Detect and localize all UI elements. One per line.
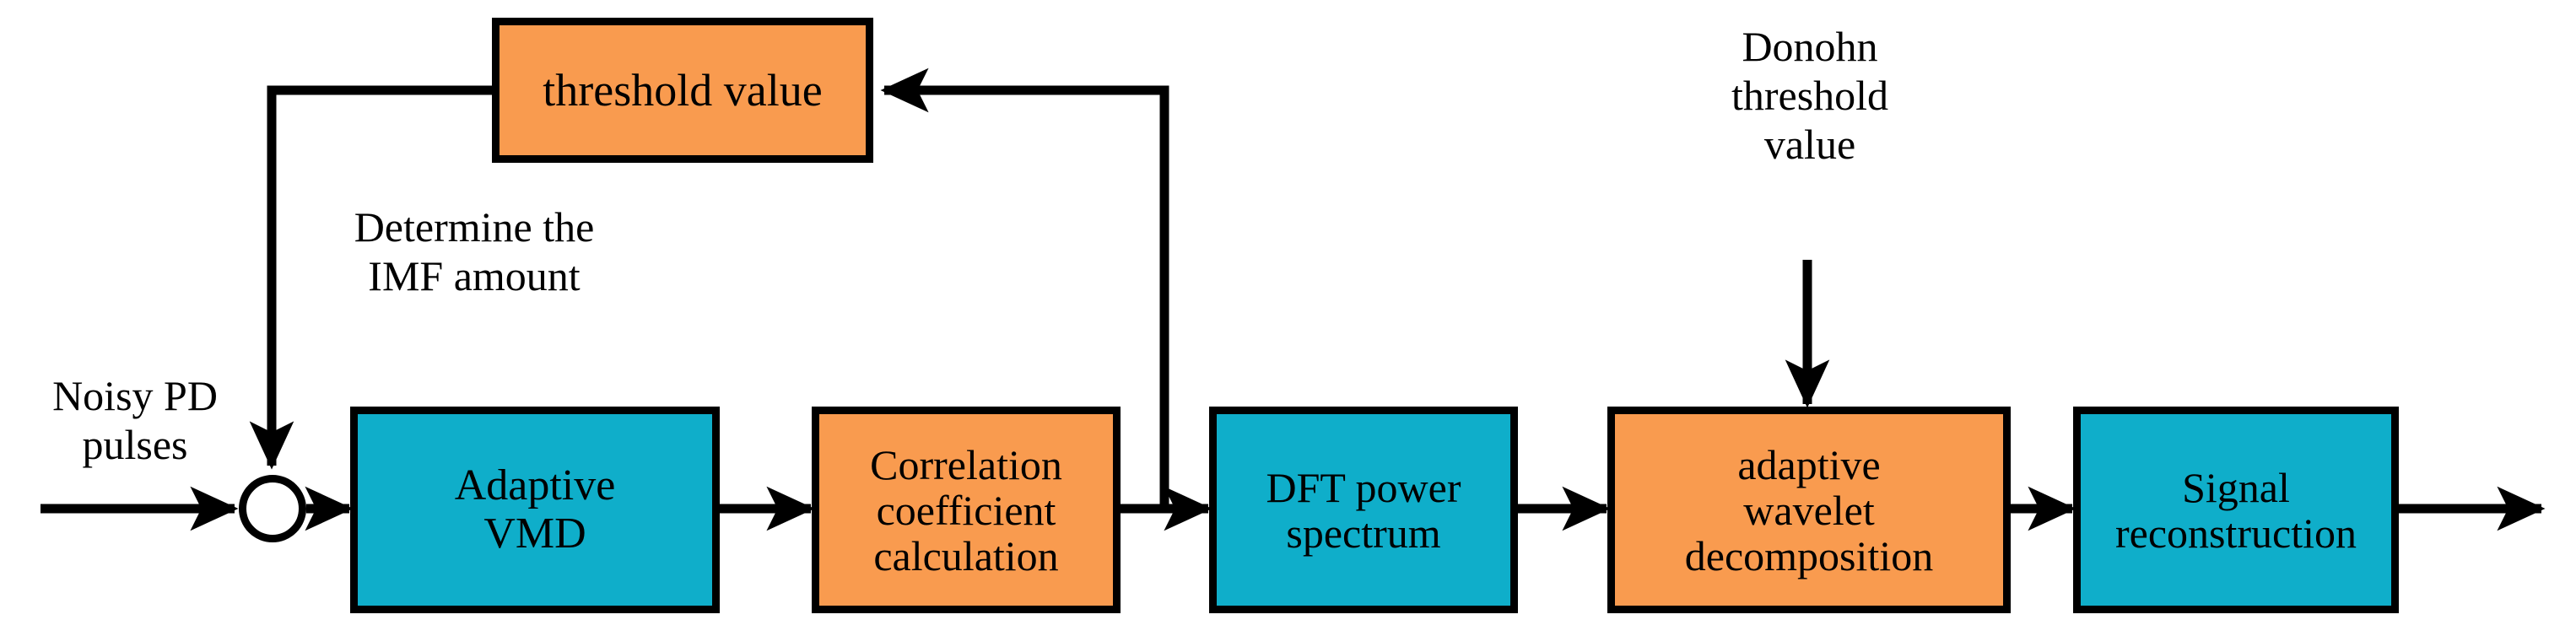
connector-threshold-to-junction-feedback [249, 85, 492, 470]
node-adaptive-wavelet-decomposition-label: adaptive wavelet decomposition [1684, 440, 1934, 579]
label-donohn-threshold-value: Donohn threshold value [1731, 23, 1889, 168]
node-correlation-coefficient-calculation[interactable]: Correlation coefficient calculation [812, 407, 1121, 613]
summing-junction [239, 475, 306, 542]
label-noisy-pd-pulses: Noisy PD pulses [52, 372, 218, 468]
node-threshold-value[interactable]: threshold value [492, 18, 873, 163]
node-adaptive-vmd[interactable]: Adaptive VMD [350, 407, 720, 613]
node-signal-reconstruction-label: Signal reconstruction [2114, 463, 2357, 557]
node-signal-reconstruction[interactable]: Signal reconstruction [2073, 407, 2399, 613]
node-dft-power-spectrum[interactable]: DFT power spectrum [1209, 407, 1518, 613]
node-dft-power-spectrum-label: DFT power spectrum [1266, 463, 1461, 557]
node-correlation-coefficient-calculation-label: Correlation coefficient calculation [870, 440, 1062, 579]
connector-correlation-to-threshold-feedback [880, 67, 1169, 514]
node-adaptive-vmd-label: Adaptive VMD [454, 461, 616, 558]
label-determine-imf-amount: Determine the IMF amount [354, 203, 595, 299]
node-threshold-value-label: threshold value [543, 64, 823, 116]
node-adaptive-wavelet-decomposition[interactable]: adaptive wavelet decomposition [1607, 407, 2011, 613]
